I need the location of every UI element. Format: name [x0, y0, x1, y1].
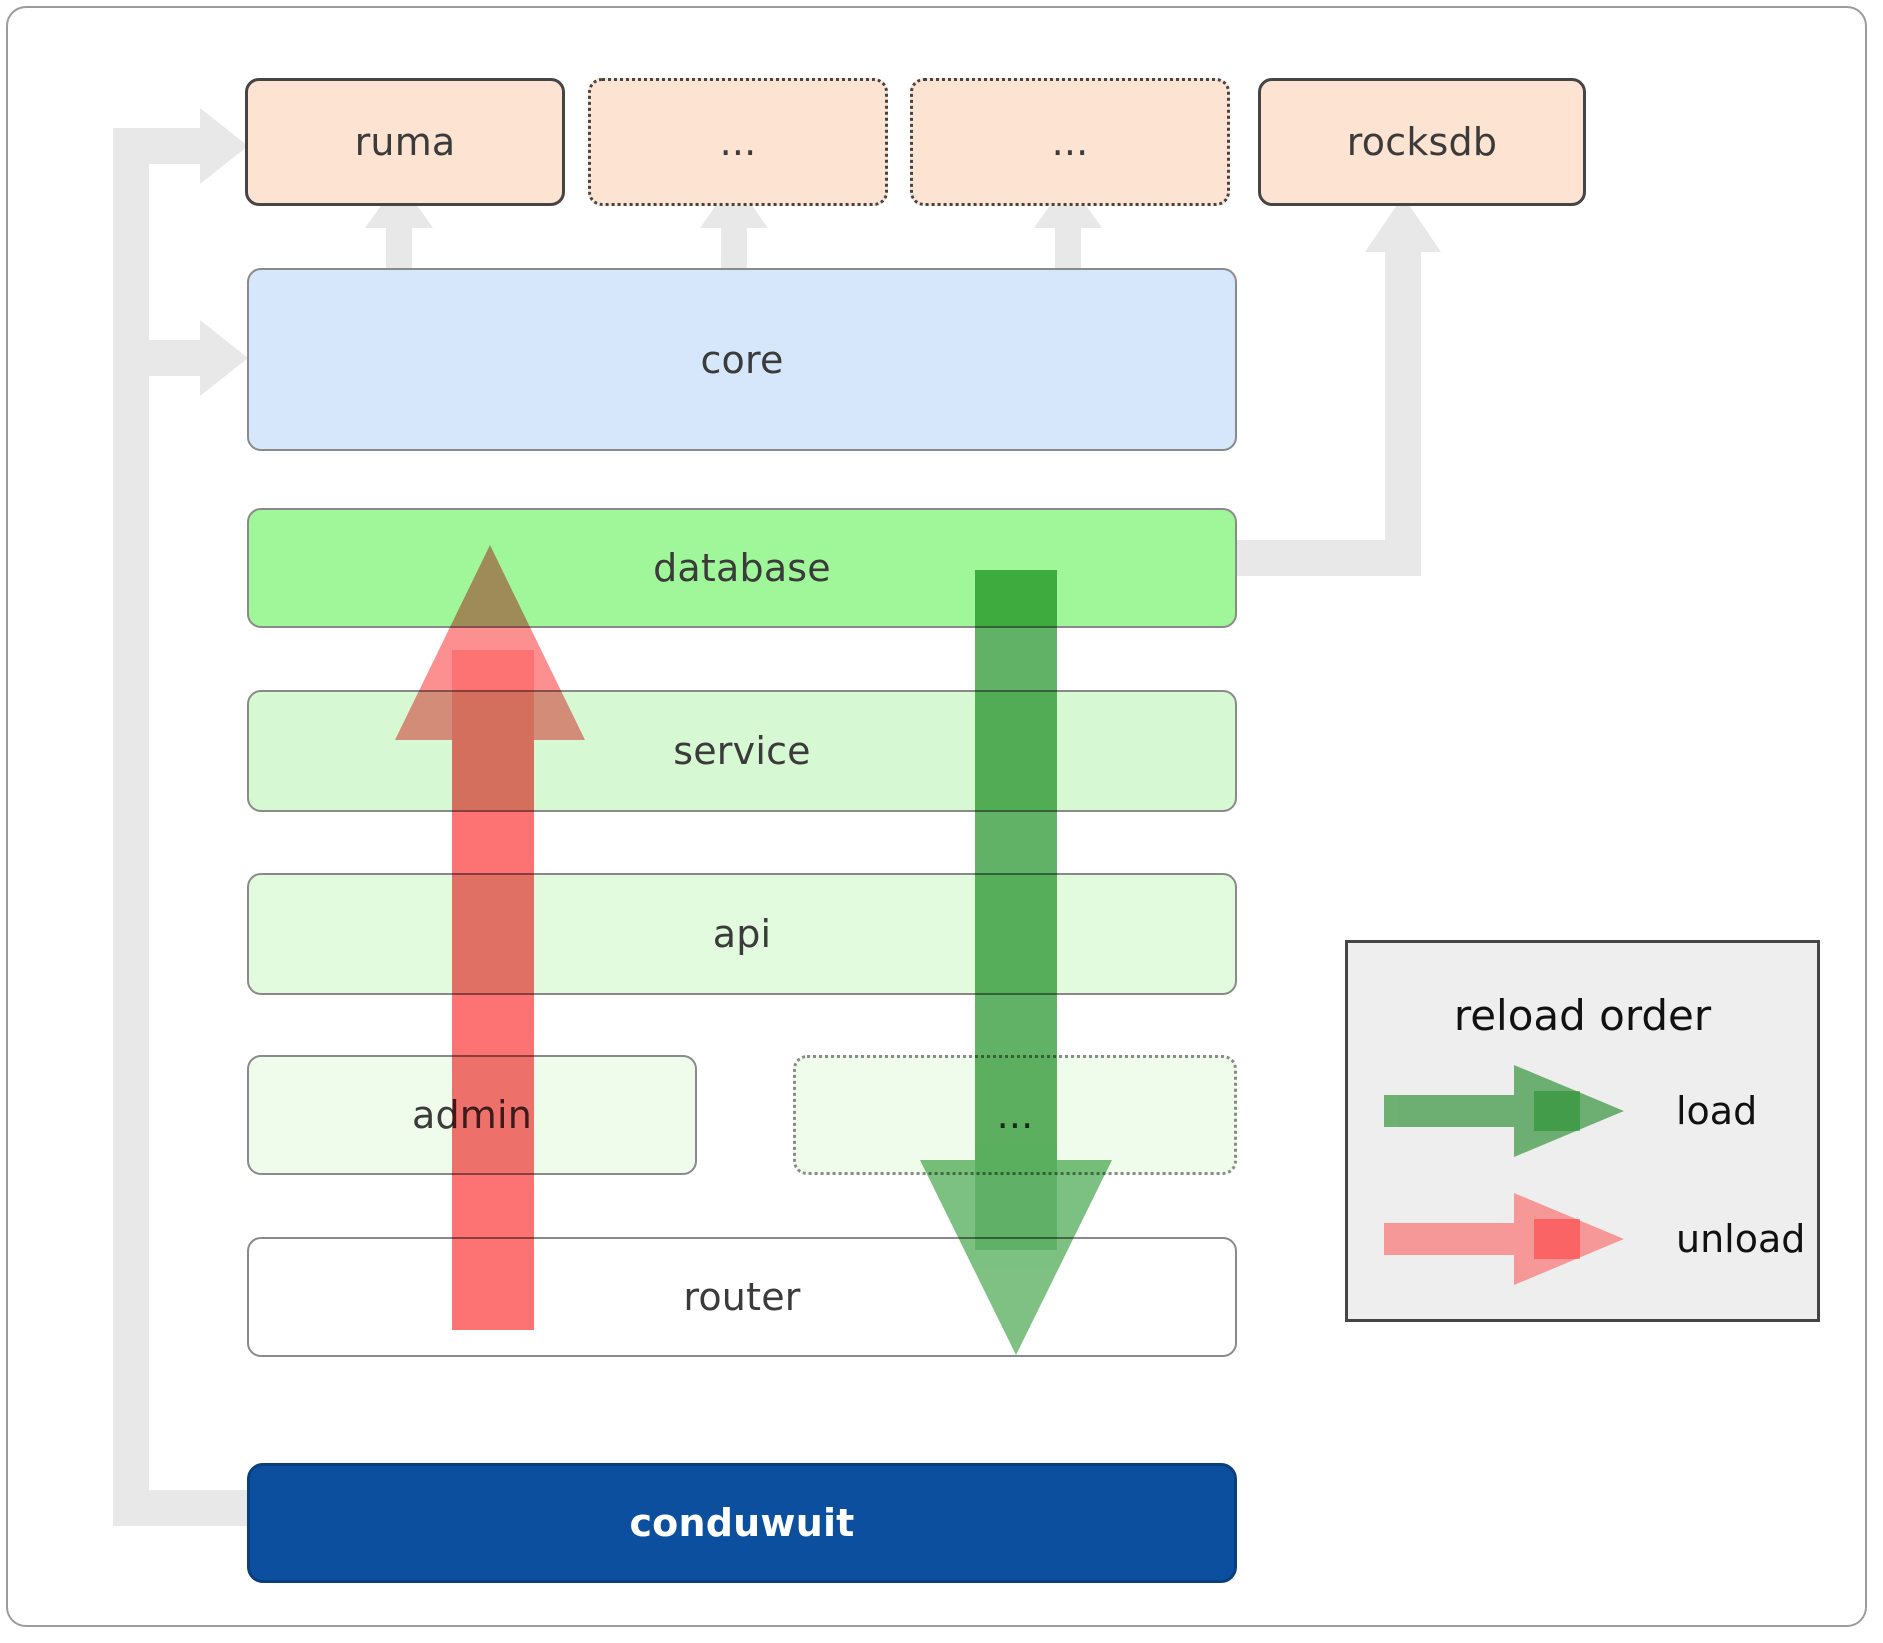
layer-admin[interactable]: admin	[247, 1055, 697, 1175]
layer-placeholder[interactable]: ...	[793, 1055, 1237, 1175]
legend-row-unload: unload	[1348, 1191, 1817, 1287]
external-crate-ruma-label: ruma	[354, 120, 456, 164]
external-crate-rocksdb-label: rocksdb	[1346, 120, 1498, 164]
layer-service-label: service	[673, 729, 811, 773]
layer-api[interactable]: api	[247, 873, 1237, 995]
legend-load-arrow-icon	[1384, 1063, 1654, 1159]
layer-core-label: core	[700, 337, 784, 382]
layer-database[interactable]: database	[247, 508, 1237, 628]
legend-title: reload order	[1453, 991, 1712, 1040]
external-crate-rocksdb[interactable]: rocksdb	[1258, 78, 1586, 206]
external-crate-placeholder-2[interactable]: ...	[910, 78, 1230, 206]
legend-unload-label: unload	[1676, 1217, 1806, 1261]
layer-api-label: api	[712, 912, 772, 956]
diagram-frame	[6, 6, 1867, 1627]
layer-core[interactable]: core	[247, 268, 1237, 451]
layer-placeholder-label: ...	[996, 1093, 1034, 1137]
legend-box: reload order load	[1345, 940, 1820, 1322]
external-crate-placeholder-1-label: ...	[719, 120, 757, 164]
layer-admin-label: admin	[411, 1093, 533, 1137]
layer-service[interactable]: service	[247, 690, 1237, 812]
layer-router[interactable]: router	[247, 1237, 1237, 1357]
layer-database-label: database	[653, 546, 831, 590]
legend-load-label: load	[1676, 1089, 1758, 1133]
external-crate-ruma[interactable]: ruma	[245, 78, 565, 206]
binary-conduwuit[interactable]: conduwuit	[247, 1463, 1237, 1583]
layer-router-label: router	[683, 1275, 801, 1319]
legend-row-load: load	[1348, 1063, 1817, 1159]
binary-conduwuit-label: conduwuit	[629, 1501, 855, 1545]
external-crate-placeholder-2-label: ...	[1051, 120, 1089, 164]
legend-unload-arrow-icon	[1384, 1191, 1654, 1287]
external-crate-placeholder-1[interactable]: ...	[588, 78, 888, 206]
